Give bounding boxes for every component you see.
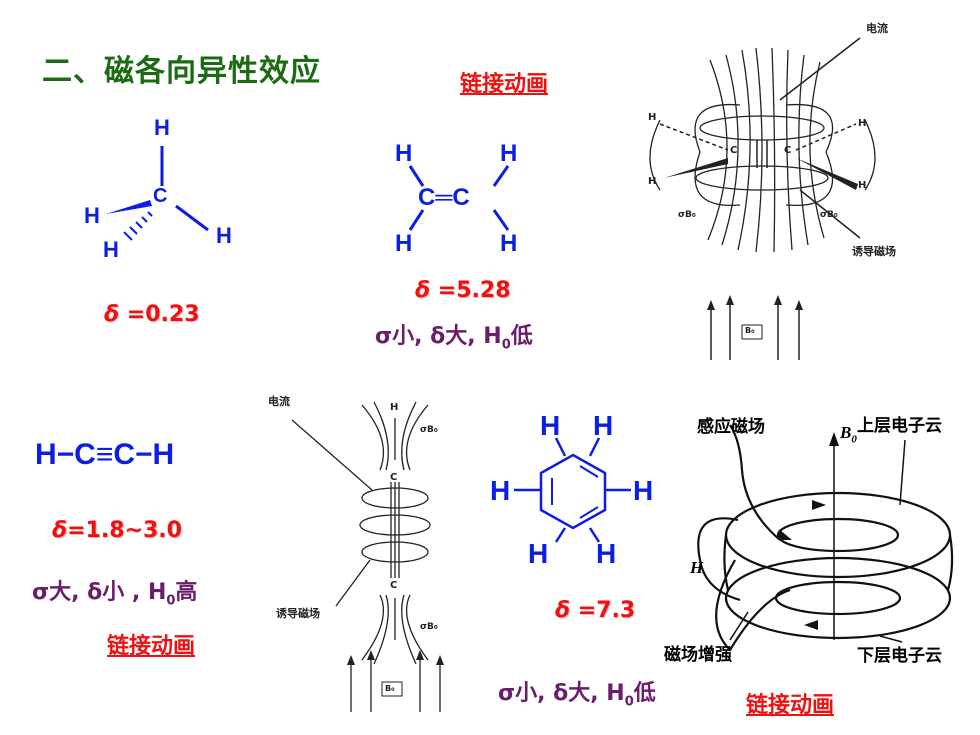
methane-delta: δ =0.23 — [104, 302, 200, 327]
acetylene-note: σ大, δ小 , H0高 — [32, 580, 198, 609]
ethylene-current-label: 电流 — [866, 22, 888, 35]
ethylene-note: σ小, δ大, H0低 — [375, 324, 533, 353]
acetylene-formula: H−C≡C−H — [35, 438, 175, 471]
upper-cloud-label: 上层电子云 — [857, 416, 942, 436]
acetylene-current-label: 电流 — [268, 395, 290, 408]
ethylene-h: H — [395, 230, 413, 257]
lower-cloud-label: 下层电子云 — [857, 646, 942, 666]
diagram-h: H — [858, 180, 867, 191]
acetylene-delta: δ=1.8~3.0 — [52, 518, 182, 543]
benzene-h: H — [633, 475, 654, 506]
animation-link-bottom-right[interactable]: 链接动画 — [746, 693, 835, 718]
methane-h-bottom: H — [103, 237, 119, 262]
acetylene-induced-label: 诱导磁场 — [276, 607, 320, 620]
benzene-delta: δ =7.3 — [555, 598, 636, 623]
methane-h-right: H — [216, 223, 232, 248]
diagram-c: C — [390, 580, 398, 591]
methane-c: C — [153, 185, 168, 207]
benzene-h-label: H — [690, 558, 704, 577]
methane-h-top: H — [154, 115, 170, 140]
diagram-b0: B₀ — [385, 684, 395, 693]
diagram-sigma-b0: σB₀ — [820, 210, 838, 220]
benzene-note: σ小, δ大, H0低 — [498, 681, 656, 710]
ethylene-delta: δ =5.28 — [415, 278, 511, 303]
methane-h-left: H — [84, 203, 100, 228]
benzene-h: H — [528, 538, 549, 569]
diagram-h: H — [858, 118, 867, 129]
diagram-c: C — [390, 472, 398, 483]
benzene-h: H — [596, 538, 617, 569]
page-title: 二、磁各向异性效应 — [42, 54, 321, 89]
diagram-h: H — [648, 112, 657, 123]
ethylene-cc: C═C — [418, 184, 470, 211]
benzene-h: H — [593, 410, 614, 441]
diagram-sigma-b0: σB₀ — [420, 622, 438, 632]
benzene-h: H — [490, 475, 511, 506]
animation-link-left[interactable]: 链接动画 — [107, 634, 196, 659]
ethylene-h: H — [500, 230, 518, 257]
ethylene-h: H — [395, 140, 413, 167]
diagram-sigma-b0: σB₀ — [678, 210, 696, 220]
b0-axis-label: B0 — [840, 423, 857, 446]
ethylene-induced-label: 诱导磁场 — [852, 245, 896, 258]
induced-field-label: 感应磁场 — [697, 417, 765, 437]
diagram-c: C — [784, 145, 792, 156]
diagram-h: H — [390, 402, 399, 413]
ethylene-h: H — [500, 140, 518, 167]
diagram-h: H — [648, 176, 657, 187]
benzene-h: H — [540, 410, 561, 441]
field-enhanced-label: 磁场增强 — [664, 645, 732, 665]
animation-link-top[interactable]: 链接动画 — [460, 72, 549, 97]
diagram-c: C — [730, 145, 738, 156]
diagram-b0: B₀ — [745, 326, 755, 335]
diagram-sigma-b0: σB₀ — [420, 425, 438, 435]
